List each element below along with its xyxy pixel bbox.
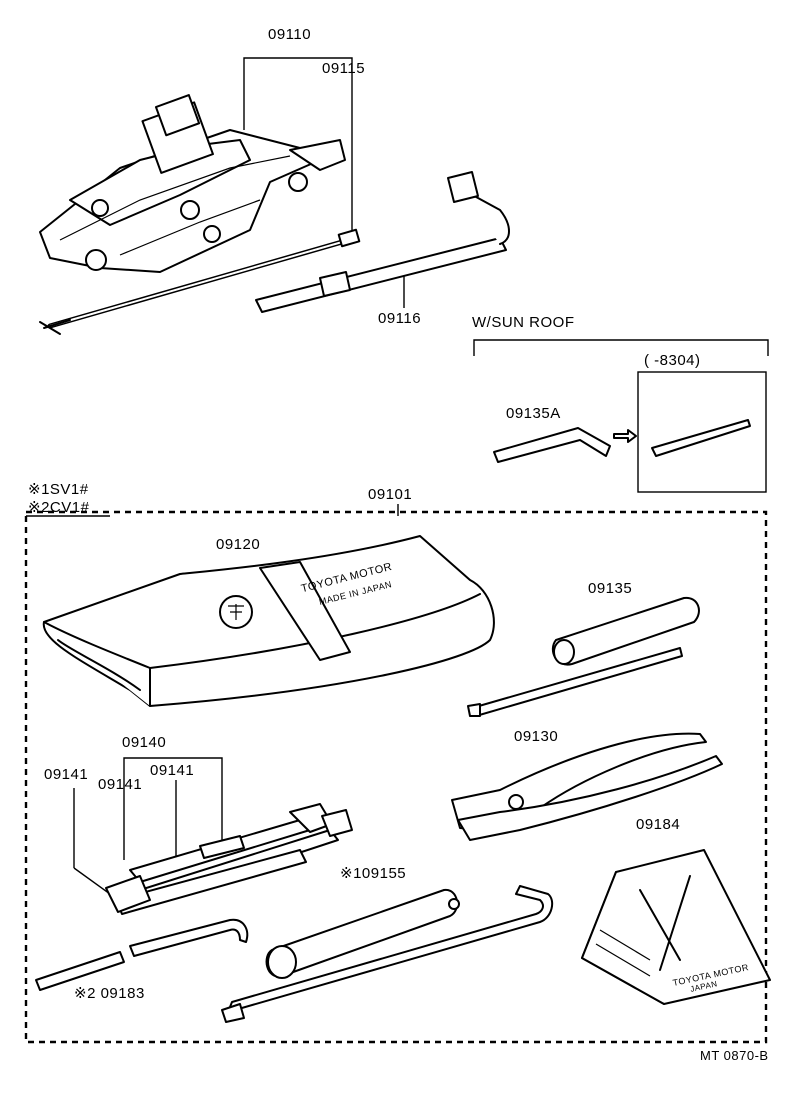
sunroof-wrench-illustration: [493, 419, 751, 463]
scissor-jack-illustration: [39, 94, 346, 273]
sunroof-bracket: [473, 339, 769, 493]
callout-screwdriver: 09135: [588, 580, 633, 597]
callout-hub-nut-wrench: ※2 09183: [74, 985, 145, 1002]
plug-wrench-illustration: [265, 888, 460, 979]
wheel-chock-illustration: [581, 849, 771, 1005]
pliers-illustration: [451, 732, 723, 841]
footnote-2: ※2CV1#: [28, 499, 90, 516]
callout-sunroof-wrench: 09135A: [506, 405, 561, 422]
callout-sunroof-group: W/SUN ROOF: [472, 314, 575, 331]
figure-code: MT 0870-B: [700, 1048, 769, 1063]
tool-bag-illustration: [42, 535, 495, 707]
footnote-1: ※1SV1#: [28, 481, 89, 498]
callout-pliers: 09130: [514, 728, 559, 745]
screwdriver-illustration: [467, 596, 700, 717]
wrenches-illustration: [105, 803, 353, 915]
callout-wrench-c: 09141: [150, 762, 195, 779]
jack-leader-lines: [243, 57, 405, 308]
wrench-handle-illustration: [255, 171, 510, 313]
callout-plug-wrench: ※109155: [340, 865, 407, 882]
callout-sunroof-date: ( -8304): [644, 352, 701, 369]
callout-wrench-handle: 09116: [378, 310, 422, 327]
callout-wrench-set: 09140: [122, 734, 167, 751]
wrench-set-leaders: [73, 757, 223, 895]
callout-jack-assy: 09110: [268, 26, 312, 43]
jack-handle-illustration: [39, 228, 361, 335]
callout-wrench-a: 09141: [44, 766, 89, 783]
callout-tool-bag: 09120: [216, 536, 261, 553]
callout-wheel-chock: 09184: [636, 816, 681, 833]
callout-tool-set: 09101: [368, 486, 413, 503]
lug-wrench-bar-illustration: [221, 885, 554, 1023]
callout-wrench-b: 09141: [98, 776, 143, 793]
hub-nut-wrench-illustration: [35, 918, 249, 991]
tool-set-frame: [24, 504, 768, 1044]
callout-jack-handle: 09115: [322, 60, 366, 77]
